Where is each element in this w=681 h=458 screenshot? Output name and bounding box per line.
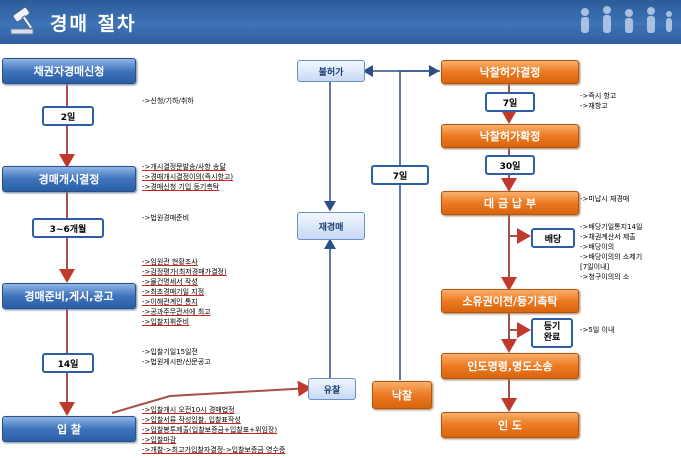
note-item: ->물건명세서 작성 [142,278,198,286]
notes-payment: ->미납시 재경매 [580,194,629,204]
duration-7days: 7일 [485,92,535,112]
notes-start-decision: ->개시결정문발송/사항 송달 ->경매개시결정이의(즉시항고) ->경매신청 … [142,162,233,192]
notes-bidding: ->입찰개시 오전10시 경매법정 ->입찰서류 작성입찰, 입찰표작성 ->입… [142,405,285,455]
note-item: ->감정평가(최저경매가결정) [142,268,227,276]
step-delivery-order[interactable]: 인도명령,명도소송 [441,353,579,379]
note-item: ->입찰개시 오전10시 경매법정 [142,406,235,414]
note-item: ->입찰봉투제출(입찰보증금+입찰표+위임장) [142,426,278,434]
duration-14days: 14일 [42,353,94,373]
step-delivery[interactable]: 인 도 [441,412,579,438]
note-item: [7일이내] [580,263,610,271]
step-creditor-application[interactable]: 채권자경매신청 [2,58,136,84]
note-item: ->재항고 [580,102,608,110]
header-bar: 경매 절차 [0,0,681,44]
node-re-auction[interactable]: 재경매 [297,212,365,240]
notes-preparation-detail: ->임원관 현황조사 ->감정평가(최저경매가결정) ->물건명세서 작성 ->… [142,257,227,327]
notes-application: ->신청/기하/취하 [142,96,194,106]
note-item: ->배당이의의 소제기 [580,253,643,261]
node-no-bid[interactable]: 유찰 [308,378,356,400]
note-item: ->입찰마감 [142,436,177,444]
node-registration-complete[interactable]: 등기 완료 [531,318,573,348]
note-item: ->입찰서류 작성입찰, 입찰표작성 [142,416,241,424]
note-item: ->입찰기일15일전 [142,348,198,356]
step-payment[interactable]: 대 금 납 부 [441,191,579,215]
duration-2days: 2일 [42,106,94,126]
note-item: ->개시결정문발송/사항 송달 [142,163,226,171]
step-auction-start-decision[interactable]: 경매개시결정 [2,166,136,192]
notes-distribution: ->배당기일통지14일 ->채권계산서 제출 ->배당이의 ->배당이의의 소제… [580,222,642,282]
registration-label-bottom: 완료 [543,333,561,343]
decorative-figures-icon [581,6,672,33]
note-item: ->청구이의의 소 [580,273,630,281]
step-ownership-transfer[interactable]: 소유권이전/등기촉탁 [441,289,579,313]
step-sale-permission-confirmed[interactable]: 낙찰허가확정 [441,124,579,148]
registration-label-top: 등기 [543,322,561,332]
notes-appeal: ->즉시 항고 ->재항고 [580,91,616,111]
note-item: ->이해관계인 통지 [142,298,198,306]
note-item: ->법원경매준비 [142,214,190,222]
note-item: ->최초경매기일 지정 [142,288,205,296]
step-bidding[interactable]: 입 찰 [2,416,136,442]
duration-7days-loop: 7일 [371,165,429,185]
duration-30days: 30일 [485,155,535,175]
note-item: ->임원관 현황조사 [142,258,198,266]
note-item: ->경매개시결정이의(즉시항고) [142,173,234,181]
duration-3-6-months: 3~6개월 [32,218,104,238]
node-permission-denied[interactable]: 불허가 [297,60,365,82]
note-item: ->배당이의 [580,243,615,251]
notes-public-notice: ->입찰기일15일전 ->법원게시판/신문공고 [142,347,211,367]
gavel-icon [10,6,34,35]
step-sale-permission-decision[interactable]: 낙찰허가결정 [441,60,579,84]
page-title: 경매 절차 [50,13,137,35]
note-item: ->신청/기하/취하 [142,97,194,105]
node-successful-bid[interactable]: 낙찰 [372,381,432,409]
note-item: ->법원게시판/신문공고 [142,358,211,366]
note-item: ->개찰->최고가입찰자결정->입찰보증금 영수증 [142,446,286,454]
note-item: ->미납시 재경매 [580,195,630,203]
note-item: ->배당기일통지14일 [580,223,643,231]
note-item: ->채권계산서 제출 [580,233,636,241]
node-distribution[interactable]: 배당 [531,228,575,248]
notes-preparation: ->법원경매준비 [142,213,189,223]
note-item: ->5일 이내 [580,326,615,334]
note-item: ->공과주무관서에 최고 [142,308,211,316]
note-item: ->즉시 항고 [580,92,617,100]
note-item: ->입찰지휘준비 [142,318,190,326]
note-item: ->경매신청 기입 등기촉탁 [142,183,220,191]
notes-registration: ->5일 이내 [580,325,614,335]
step-preparation-notice[interactable]: 경매준비,게시,공고 [2,283,136,309]
